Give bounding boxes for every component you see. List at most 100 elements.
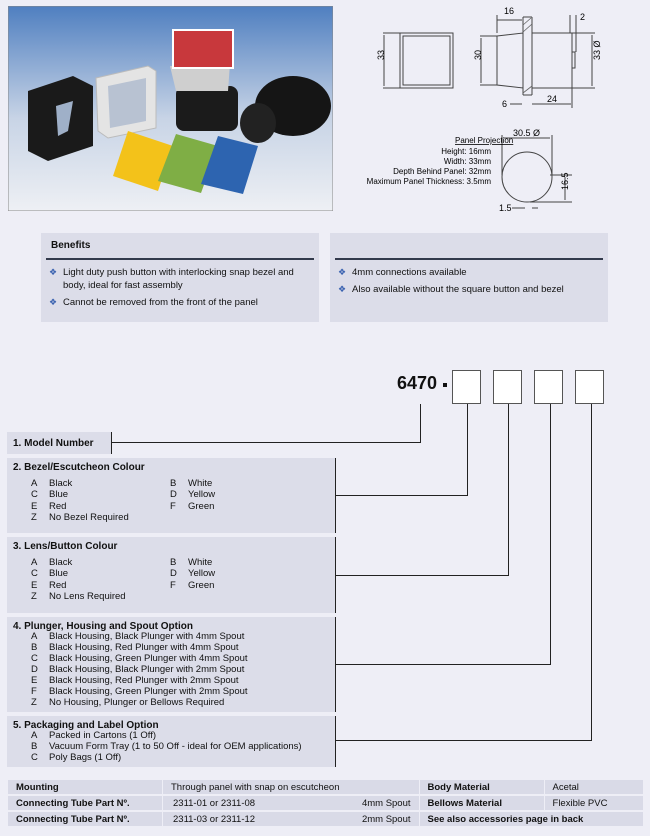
spec-label: Bellows Material	[418, 796, 544, 810]
bullet-icon: ❖	[338, 284, 347, 294]
benefit-item: ❖ Also available without the square butto…	[338, 283, 600, 296]
section-title: 1. Model Number	[13, 438, 94, 449]
spec-value: 2311-01 or 2311-08	[162, 796, 319, 810]
spec-value: Through panel with snap on escutcheon	[162, 780, 419, 794]
green-button	[158, 134, 218, 193]
projection-line: Maximum Panel Thickness: 3.5mm	[367, 177, 492, 186]
bullet-icon: ❖	[338, 267, 347, 277]
connector-line	[550, 404, 551, 665]
spec-value: 2mm Spout	[318, 812, 419, 826]
model-code: 6470	[397, 373, 438, 393]
spec-label: Connecting Tube Part Nº.	[7, 796, 162, 810]
benefit-text: Light duty push button with interlocking…	[63, 267, 294, 291]
code-dash	[443, 383, 447, 387]
section-title: 2. Bezel/Escutcheon Colour	[13, 462, 145, 473]
connector-line	[336, 740, 592, 741]
dim-cutout-diameter: 30.5 Ø	[513, 128, 540, 138]
connector-line	[467, 404, 468, 496]
divider	[335, 258, 603, 260]
connector-line	[112, 442, 421, 443]
section-title: 4. Plunger, Housing and Spout Option	[13, 621, 193, 632]
connector-line	[336, 495, 468, 496]
dim-top-width: 16	[504, 6, 514, 16]
bullet-icon: ❖	[49, 267, 58, 277]
benefit-item: ❖ Light duty push button with interlockin…	[49, 266, 311, 292]
projection-line: Depth Behind Panel: 32mm	[393, 167, 491, 176]
benefit-text: Also available without the square button…	[352, 284, 564, 295]
benefits-panel-right: ❖ 4mm connections available ❖ Also availab…	[330, 233, 608, 322]
dim-flange: 2	[580, 12, 585, 22]
bullet-icon: ❖	[49, 297, 58, 307]
code-box-lens	[493, 370, 522, 404]
dim-bottom-left: 6	[502, 99, 507, 109]
blue-button	[201, 136, 258, 194]
projection-title: Panel Projection	[455, 136, 513, 145]
red-lens-housing	[170, 29, 238, 131]
connector-line	[336, 575, 509, 576]
connector-line	[508, 404, 509, 576]
benefit-item: ❖ 4mm connections available	[338, 266, 600, 279]
spec-label: Connecting Tube Part Nº.	[7, 812, 162, 826]
section-title: 3. Lens/Button Colour	[13, 541, 118, 552]
spec-table: Mounting Through panel with snap on escu…	[7, 778, 643, 828]
projection-line: Height: 16mm	[441, 147, 491, 156]
spec-label: Mounting	[7, 780, 162, 794]
projection-line: Width: 33mm	[444, 157, 491, 166]
white-bezel	[95, 65, 157, 139]
spec-note: See also accessories page in back	[418, 812, 643, 826]
dim-side-height: 30	[473, 50, 483, 60]
section-model-number: 1. Model Number	[7, 432, 112, 454]
dim-side-diameter: 33 Ø	[592, 40, 602, 60]
dimension-drawing: 33 16 2 30 33 Ø 6 24 30.5 Ø 16.5 1.5 Pan…	[367, 6, 602, 213]
code-box-packaging	[575, 370, 604, 404]
spec-value: Acetal	[543, 780, 643, 794]
spec-value: 2311-03 or 2311-12	[162, 812, 319, 826]
dim-cutout-height: 16.5	[560, 172, 570, 190]
spec-label: Body Material	[418, 780, 544, 794]
spec-value: 4mm Spout	[318, 796, 419, 810]
benefit-text: 4mm connections available	[352, 267, 467, 278]
black-bezel	[28, 76, 93, 161]
spec-value: Flexible PVC	[543, 796, 643, 810]
connector-line	[420, 404, 421, 443]
section-title: 5. Packaging and Label Option	[13, 720, 159, 731]
connector-line	[336, 664, 551, 665]
table-row: Connecting Tube Part Nº. 2311-03 or 2311…	[7, 812, 643, 826]
benefit-item: ❖Cannot be removed from the front of the…	[49, 296, 311, 309]
dim-bottom-right: 24	[547, 94, 557, 104]
dim-front-height: 33	[376, 50, 386, 60]
code-box-bezel	[452, 370, 481, 404]
table-row: Connecting Tube Part Nº. 2311-01 or 2311…	[7, 796, 643, 810]
code-box-plunger	[534, 370, 563, 404]
product-photo	[8, 6, 333, 211]
divider	[46, 258, 314, 260]
connector-line	[591, 404, 592, 741]
black-housing	[240, 76, 331, 143]
